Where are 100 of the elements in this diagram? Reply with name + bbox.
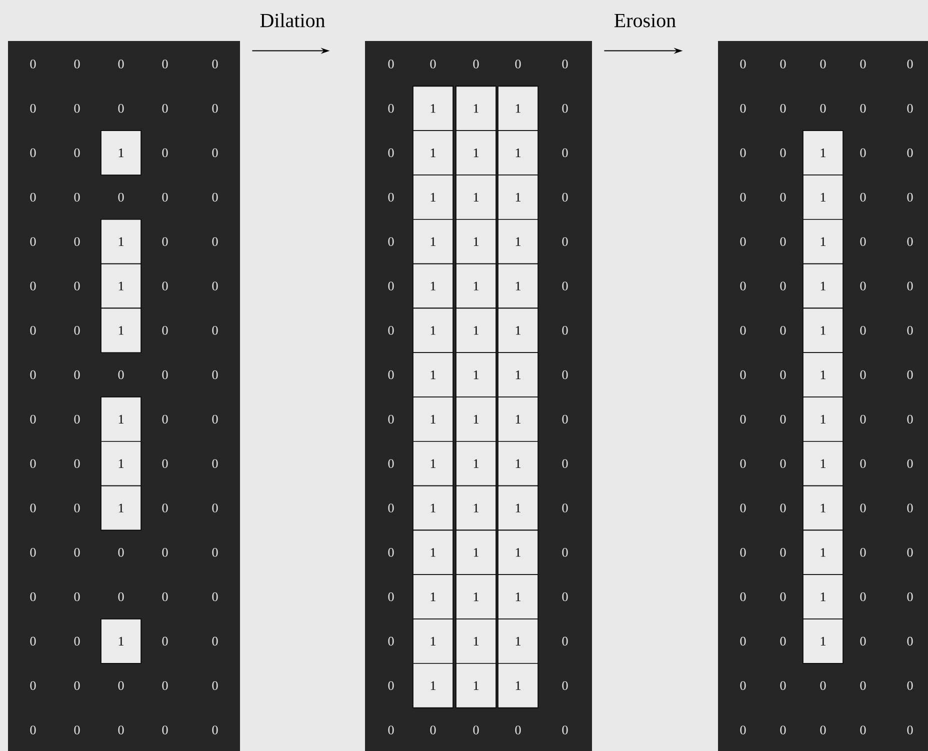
grid-cell: 0 — [515, 726, 521, 734]
grid-cell: 0 — [212, 104, 218, 113]
grid-cell: 0 — [118, 548, 124, 557]
grid-cell: 0 — [212, 148, 218, 158]
grid-cell: 1 — [412, 130, 454, 176]
grid-cell: 1 — [456, 130, 496, 176]
grid-cell: 0 — [780, 148, 786, 158]
grid-cell: 0 — [30, 681, 36, 690]
grid-cell: 0 — [388, 504, 394, 512]
grid-cell: 0 — [162, 60, 168, 68]
grid-cell: 0 — [162, 414, 168, 424]
grid-cell: 0 — [74, 148, 80, 158]
grid-cell: 0 — [212, 192, 218, 202]
grid-cell: 1 — [100, 485, 142, 531]
grid-cell: 1 — [412, 396, 454, 442]
grid-cell: 0 — [907, 104, 913, 113]
grid-cell: 1 — [498, 485, 538, 531]
grid-cell: 0 — [74, 60, 80, 68]
grid-cell: 0 — [74, 237, 80, 246]
grid-cell: 0 — [780, 282, 786, 290]
grid-cell: 0 — [860, 237, 866, 246]
grid-cell: 0 — [212, 681, 218, 690]
grid-cell: 0 — [118, 370, 124, 380]
grid-cell: 0 — [860, 192, 866, 202]
grid-cell: 1 — [456, 86, 496, 131]
grid-cell: 0 — [907, 148, 913, 158]
grid-cell: 0 — [562, 326, 568, 335]
grid-cell: 0 — [860, 726, 866, 734]
grid-cell: 0 — [860, 326, 866, 335]
grid-cell: 0 — [740, 104, 746, 113]
grid-cell: 1 — [802, 618, 844, 664]
grid-cell: 0 — [907, 282, 913, 290]
grid-cell: 0 — [388, 370, 394, 380]
grid-cell: 1 — [412, 441, 454, 486]
grid-cell: 0 — [780, 237, 786, 246]
grid-cell: 1 — [456, 530, 496, 575]
grid-cell: 1 — [412, 86, 454, 131]
grid-cell: 1 — [456, 574, 496, 620]
grid-cell: 1 — [456, 485, 496, 531]
grid-cell: 0 — [30, 504, 36, 512]
grid-cell: 0 — [562, 726, 568, 734]
grid-cell: 0 — [162, 282, 168, 290]
grid-cell: 0 — [74, 592, 80, 602]
grid-cell: 1 — [802, 263, 844, 309]
grid-cell: 0 — [162, 726, 168, 734]
grid-cell: 1 — [412, 618, 454, 664]
grid-cell: 0 — [780, 636, 786, 646]
grid-cell: 1 — [802, 574, 844, 620]
grid-cell: 0 — [740, 282, 746, 290]
edge-label: Erosion — [614, 14, 676, 28]
grid-cell: 0 — [740, 548, 746, 557]
grid-cell: 0 — [212, 592, 218, 602]
grid-cell: 0 — [740, 414, 746, 424]
grid-cell: 0 — [562, 282, 568, 290]
grid-cell: 0 — [860, 459, 866, 468]
grid-cell: 0 — [162, 548, 168, 557]
grid-cell: 0 — [780, 681, 786, 690]
grid-cell: 0 — [562, 60, 568, 68]
grid-cell: 0 — [30, 148, 36, 158]
grid-cell: 0 — [740, 148, 746, 158]
grid-cell: 0 — [388, 282, 394, 290]
grid-cell: 1 — [802, 352, 844, 398]
grid-cell: 0 — [860, 282, 866, 290]
grid-cell: 0 — [780, 60, 786, 68]
grid-cell: 1 — [456, 219, 496, 264]
grid-cell: 0 — [780, 548, 786, 557]
grid-cell: 1 — [498, 308, 538, 353]
grid-cell: 0 — [74, 414, 80, 424]
grid-cell: 1 — [456, 618, 496, 664]
grid-cell: 0 — [907, 636, 913, 646]
grid-cell: 1 — [100, 308, 142, 353]
grid-cell: 1 — [802, 441, 844, 486]
grid-cell: 0 — [907, 681, 913, 690]
grid-cell: 0 — [430, 726, 436, 734]
grid-cell: 1 — [802, 130, 844, 176]
grid-cell: 0 — [740, 60, 746, 68]
grid-cell: 0 — [860, 414, 866, 424]
grid-cell: 0 — [30, 726, 36, 734]
grid-cell: 1 — [456, 663, 496, 708]
grid-cell: 0 — [162, 681, 168, 690]
grid-cell: 0 — [30, 192, 36, 202]
grid-cell: 0 — [74, 548, 80, 557]
grid-cell: 0 — [30, 459, 36, 468]
grid-cell: 0 — [30, 370, 36, 380]
grid-cell: 0 — [562, 148, 568, 158]
grid-cell: 0 — [212, 636, 218, 646]
grid-cell: 0 — [780, 592, 786, 602]
grid-cell: 0 — [74, 370, 80, 380]
grid-cell: 1 — [498, 263, 538, 309]
grid-cell: 0 — [30, 60, 36, 68]
grid-cell: 0 — [820, 60, 826, 68]
grid-cell: 0 — [860, 370, 866, 380]
grid-cell: 0 — [74, 282, 80, 290]
grid-cell: 0 — [562, 370, 568, 380]
grid-cell: 1 — [802, 308, 844, 353]
grid-cell: 0 — [212, 548, 218, 557]
grid-cell: 0 — [740, 326, 746, 335]
grid-cell: 0 — [562, 414, 568, 424]
grid-cell: 0 — [562, 548, 568, 557]
grid-cell: 0 — [118, 681, 124, 690]
